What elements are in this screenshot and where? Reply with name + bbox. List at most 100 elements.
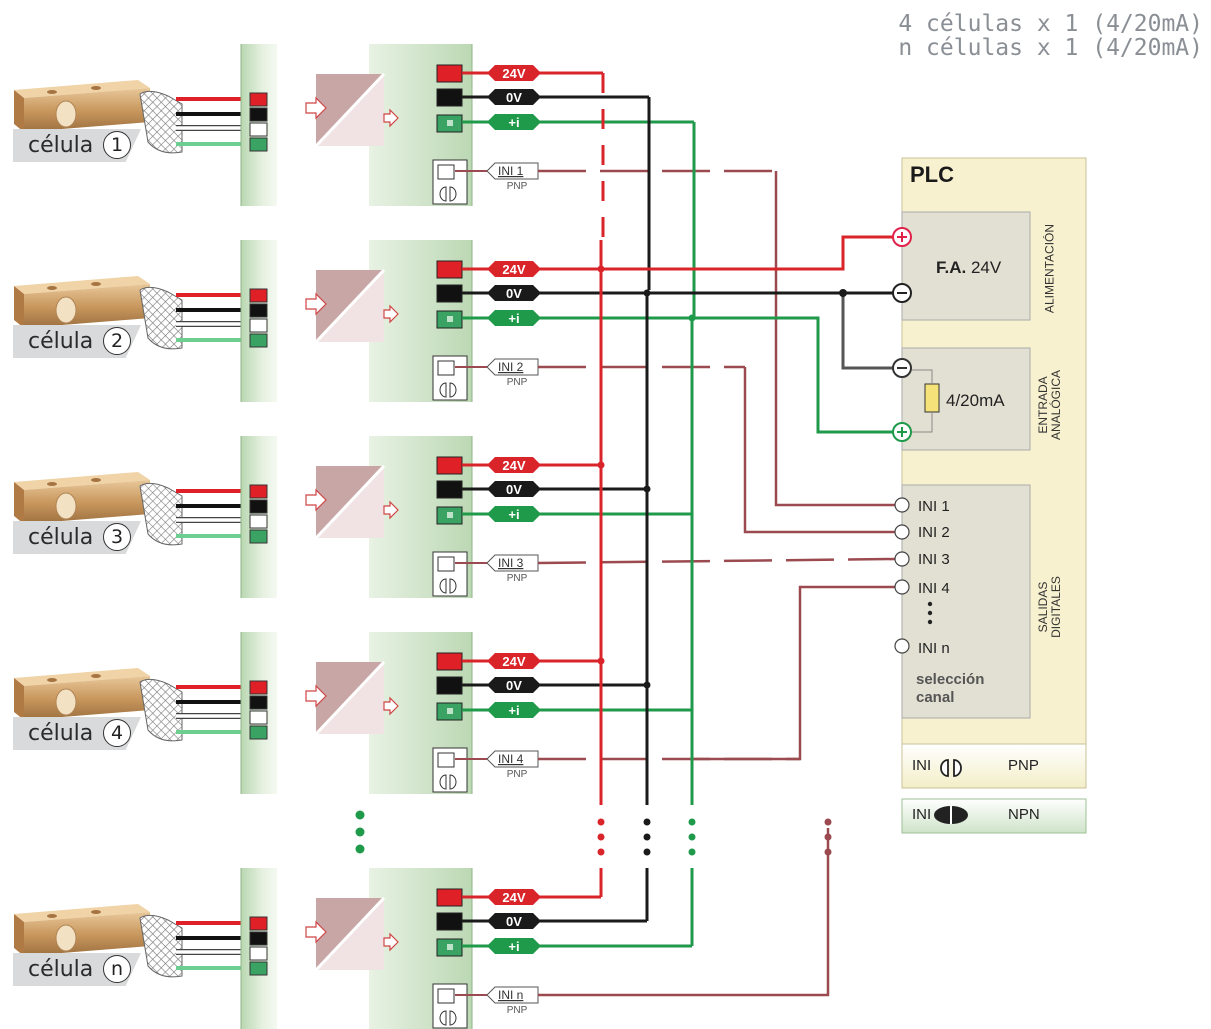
continuation-dot <box>643 818 651 826</box>
legend-npn-ini: INI <box>912 806 932 823</box>
plc-ini-terminal-1 <box>894 497 910 513</box>
wire-0v-tag-label: 0V <box>506 914 522 929</box>
load-cell-top <box>14 668 150 686</box>
cell-label: célula <box>28 133 94 158</box>
ini-wire <box>538 828 830 997</box>
module-input-terminal <box>249 318 268 333</box>
plc-ini-terminal-3 <box>894 551 910 567</box>
wire-i-tag <box>487 506 541 522</box>
ini-wire <box>537 557 896 565</box>
arrow-out-icon <box>383 696 399 716</box>
terminal-0v <box>436 480 463 499</box>
continuation-dot <box>824 818 832 826</box>
module-input-terminal <box>249 529 268 544</box>
module-input-terminal <box>249 92 268 107</box>
module-input-terminal <box>249 916 268 931</box>
plc-input-n: INI n <box>918 640 950 657</box>
wire-24v-to-plc <box>601 235 895 271</box>
ini-tag-label: INI n <box>498 988 523 1002</box>
load-cell-bolt <box>91 282 101 286</box>
cell-number: 2 <box>103 327 131 355</box>
converter-diagonal <box>314 268 386 344</box>
wire-i-tag-label: +i <box>508 507 519 522</box>
load-cell-body <box>24 912 150 956</box>
entrada-line1: ENTRADA <box>1036 376 1050 434</box>
cell-label: célula <box>28 721 94 746</box>
arrow-out-icon <box>383 932 399 952</box>
cell-number: 3 <box>103 523 131 551</box>
wire-0v-tag <box>487 677 541 693</box>
pnp-label: PNP <box>507 769 528 780</box>
pnp-jumper-icon <box>439 774 457 790</box>
wire-0v-tag <box>487 481 541 497</box>
pnp-label: PNP <box>507 377 528 388</box>
pnp-terminal <box>437 752 455 768</box>
load-cell-hole <box>55 924 77 952</box>
continuation-dot <box>688 833 696 841</box>
module-input-terminal <box>249 931 268 946</box>
continuation-dot <box>597 848 605 856</box>
plc-ini-terminal-5 <box>894 638 910 654</box>
terminal-0v <box>436 912 463 931</box>
terminal-i-mark <box>447 316 453 322</box>
load-cell-body <box>24 284 150 328</box>
load-cell-bolt <box>47 90 57 94</box>
pnp-label: PNP <box>507 1005 528 1016</box>
fa-label: F.A. 24V <box>936 258 1001 278</box>
load-cell-end <box>14 286 24 328</box>
continuation-dot <box>597 833 605 841</box>
converter-diagonal <box>314 896 386 972</box>
terminal-0v <box>436 88 463 107</box>
load-cell-body <box>24 88 150 132</box>
load-cell-body <box>24 676 150 720</box>
module-input-terminal <box>249 961 268 976</box>
cable-braid <box>139 90 183 154</box>
module-input-terminal <box>249 680 268 695</box>
load-cell-hole <box>55 296 77 324</box>
power-supply-box <box>901 211 1031 321</box>
wire-24v-tag-label: 24V <box>502 66 525 81</box>
arrow-in-icon <box>305 96 327 120</box>
wire-24v-tag <box>487 457 541 473</box>
ini-tag-label: INI 2 <box>498 360 524 374</box>
wire-24v-tag <box>487 889 541 905</box>
module-input-terminal <box>249 122 268 137</box>
pnp-terminal <box>437 988 455 1004</box>
module-input-terminal <box>249 710 268 725</box>
pnp-jumper-icon <box>439 1010 457 1026</box>
pnp-jumper-icon <box>439 578 457 594</box>
legend-pnp-ini: INI <box>912 757 932 774</box>
terminal-i-mark <box>447 512 453 518</box>
resistor-lead <box>912 369 933 384</box>
legend-npn-label: NPN <box>1008 806 1040 823</box>
arrow-out-icon <box>383 304 399 324</box>
legend-npn-box <box>901 798 1087 834</box>
ini-tag-label: INI 4 <box>498 752 524 766</box>
continuation-dot <box>355 827 365 837</box>
cell-number: 4 <box>103 719 131 747</box>
module-input-terminal <box>249 107 268 122</box>
wire-24v-tag <box>487 261 541 277</box>
wire-0v-tag <box>487 89 541 105</box>
analog-input-box <box>901 347 1031 451</box>
wire-0v-tag-label: 0V <box>506 482 522 497</box>
fa-value: 24V <box>970 258 1002 277</box>
converter-diagonal <box>314 464 386 540</box>
terminal-0v <box>436 284 463 303</box>
fa-bold: F.A. <box>936 258 967 277</box>
load-cell-top <box>14 80 150 98</box>
terminal-24v <box>436 64 463 83</box>
bus-layer <box>355 73 832 946</box>
entrada-line2: ANALÓGICA <box>1049 369 1063 441</box>
terminal-24v <box>436 260 463 279</box>
wire-0v-tag <box>487 285 541 301</box>
cable-braid <box>139 914 183 978</box>
load-cell-end <box>14 482 24 524</box>
continuation-dot <box>688 818 696 826</box>
digital-outputs-box <box>901 484 1031 719</box>
load-cell-body <box>24 480 150 524</box>
